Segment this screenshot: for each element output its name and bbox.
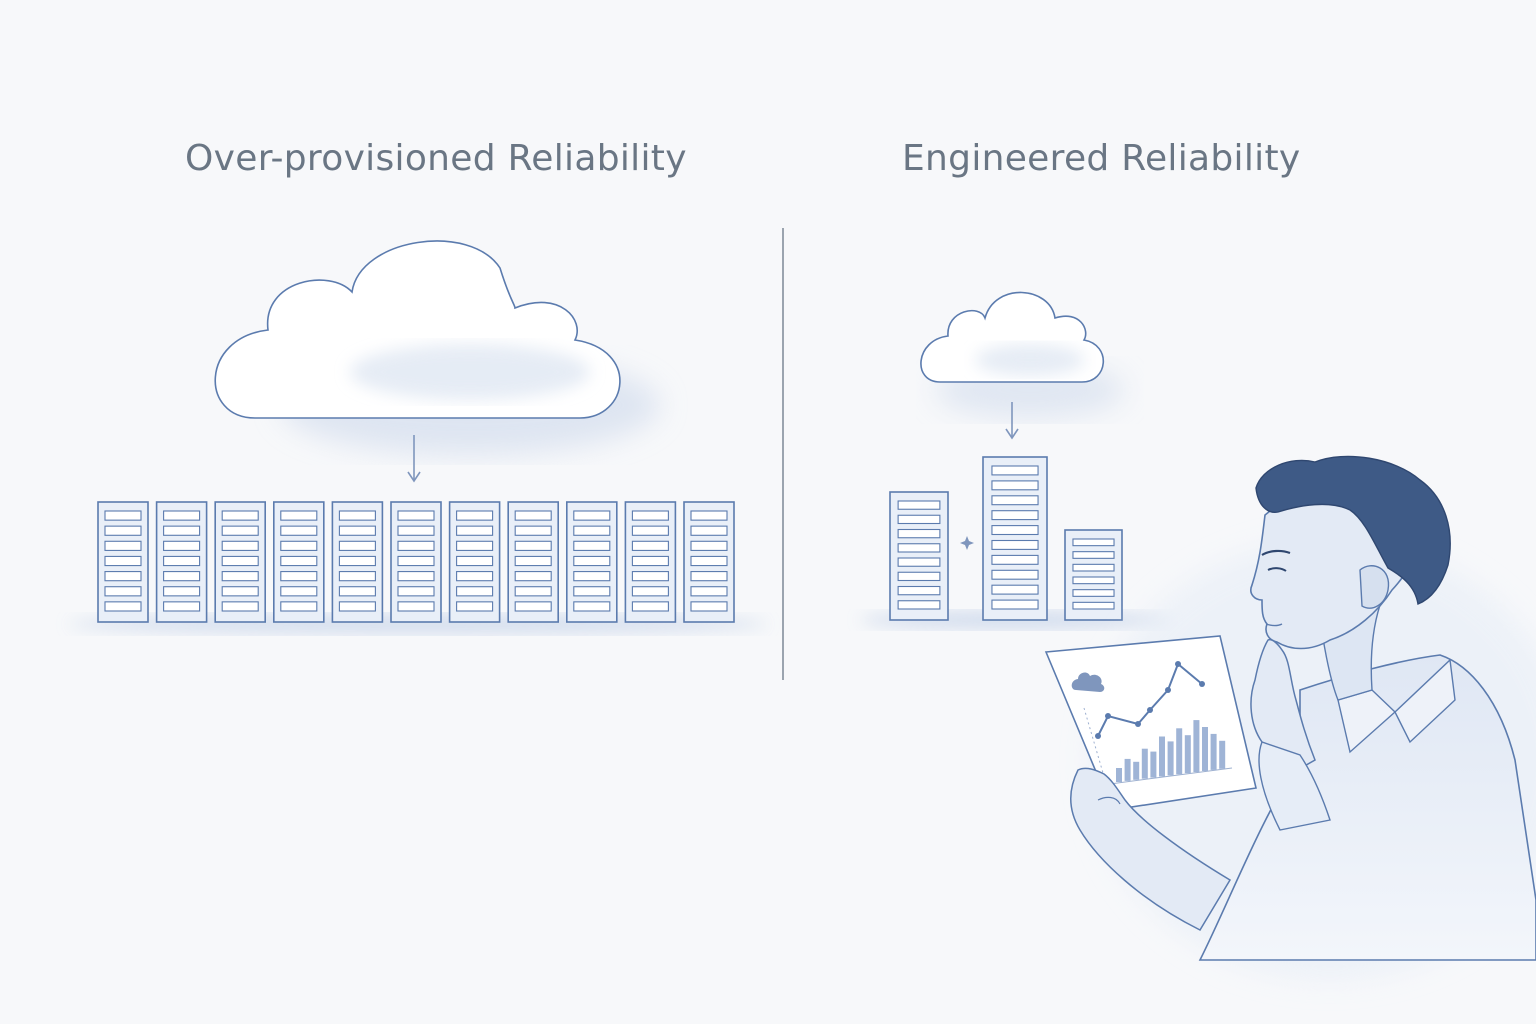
server-rack-icon: [272, 501, 325, 623]
analytics-chart-icon: [1071, 661, 1233, 791]
tablet-bar: [1219, 740, 1226, 769]
server-rack-icon: [97, 501, 149, 623]
right-panel: [860, 291, 1170, 629]
server-rack-icon: [1064, 529, 1123, 621]
shirt: [1198, 654, 1536, 961]
tablet-bar: [1210, 733, 1217, 770]
tablet-bar: [1193, 720, 1200, 773]
server-rack-icon: [624, 501, 677, 623]
tablet-bar: [1124, 758, 1131, 781]
tablet-bar: [1167, 741, 1174, 776]
arrow-down-icon: [1005, 402, 1019, 440]
server-rack-icon: [982, 456, 1048, 621]
server-rack-icon: [448, 501, 501, 623]
arrow-down-icon: [407, 435, 421, 483]
server-rack-icon: [565, 501, 618, 623]
analytics-tablet[interactable]: [1044, 635, 1257, 811]
right-server-group: [889, 456, 1123, 621]
panel-title-engineered: Engineered Reliability: [902, 138, 1301, 179]
server-rack-icon: [683, 501, 735, 623]
tablet-bar: [1184, 735, 1191, 774]
hair: [1255, 455, 1451, 605]
tablet-bar: [1141, 748, 1148, 779]
tablet-bar: [1159, 736, 1165, 777]
tablet-bar: [1116, 768, 1122, 782]
server-rack-icon: [214, 501, 266, 623]
left-server-row: [97, 501, 735, 623]
server-rack-icon: [331, 501, 384, 623]
tablet-bar: [1202, 727, 1208, 771]
sparkle-icon: [960, 536, 974, 550]
person-illustration: [1044, 455, 1536, 980]
tablet-bar: [1150, 751, 1157, 778]
tablet-bar: [1133, 761, 1140, 780]
tablet-bar: [1176, 728, 1183, 775]
server-rack-icon: [889, 491, 949, 621]
panel-title-over-provisioned: Over-provisioned Reliability: [185, 138, 687, 179]
server-rack-icon: [390, 501, 442, 623]
server-rack-icon: [155, 501, 208, 623]
server-rack-icon: [507, 501, 560, 623]
left-panel: [68, 240, 768, 634]
holding-hand: [1070, 767, 1232, 931]
